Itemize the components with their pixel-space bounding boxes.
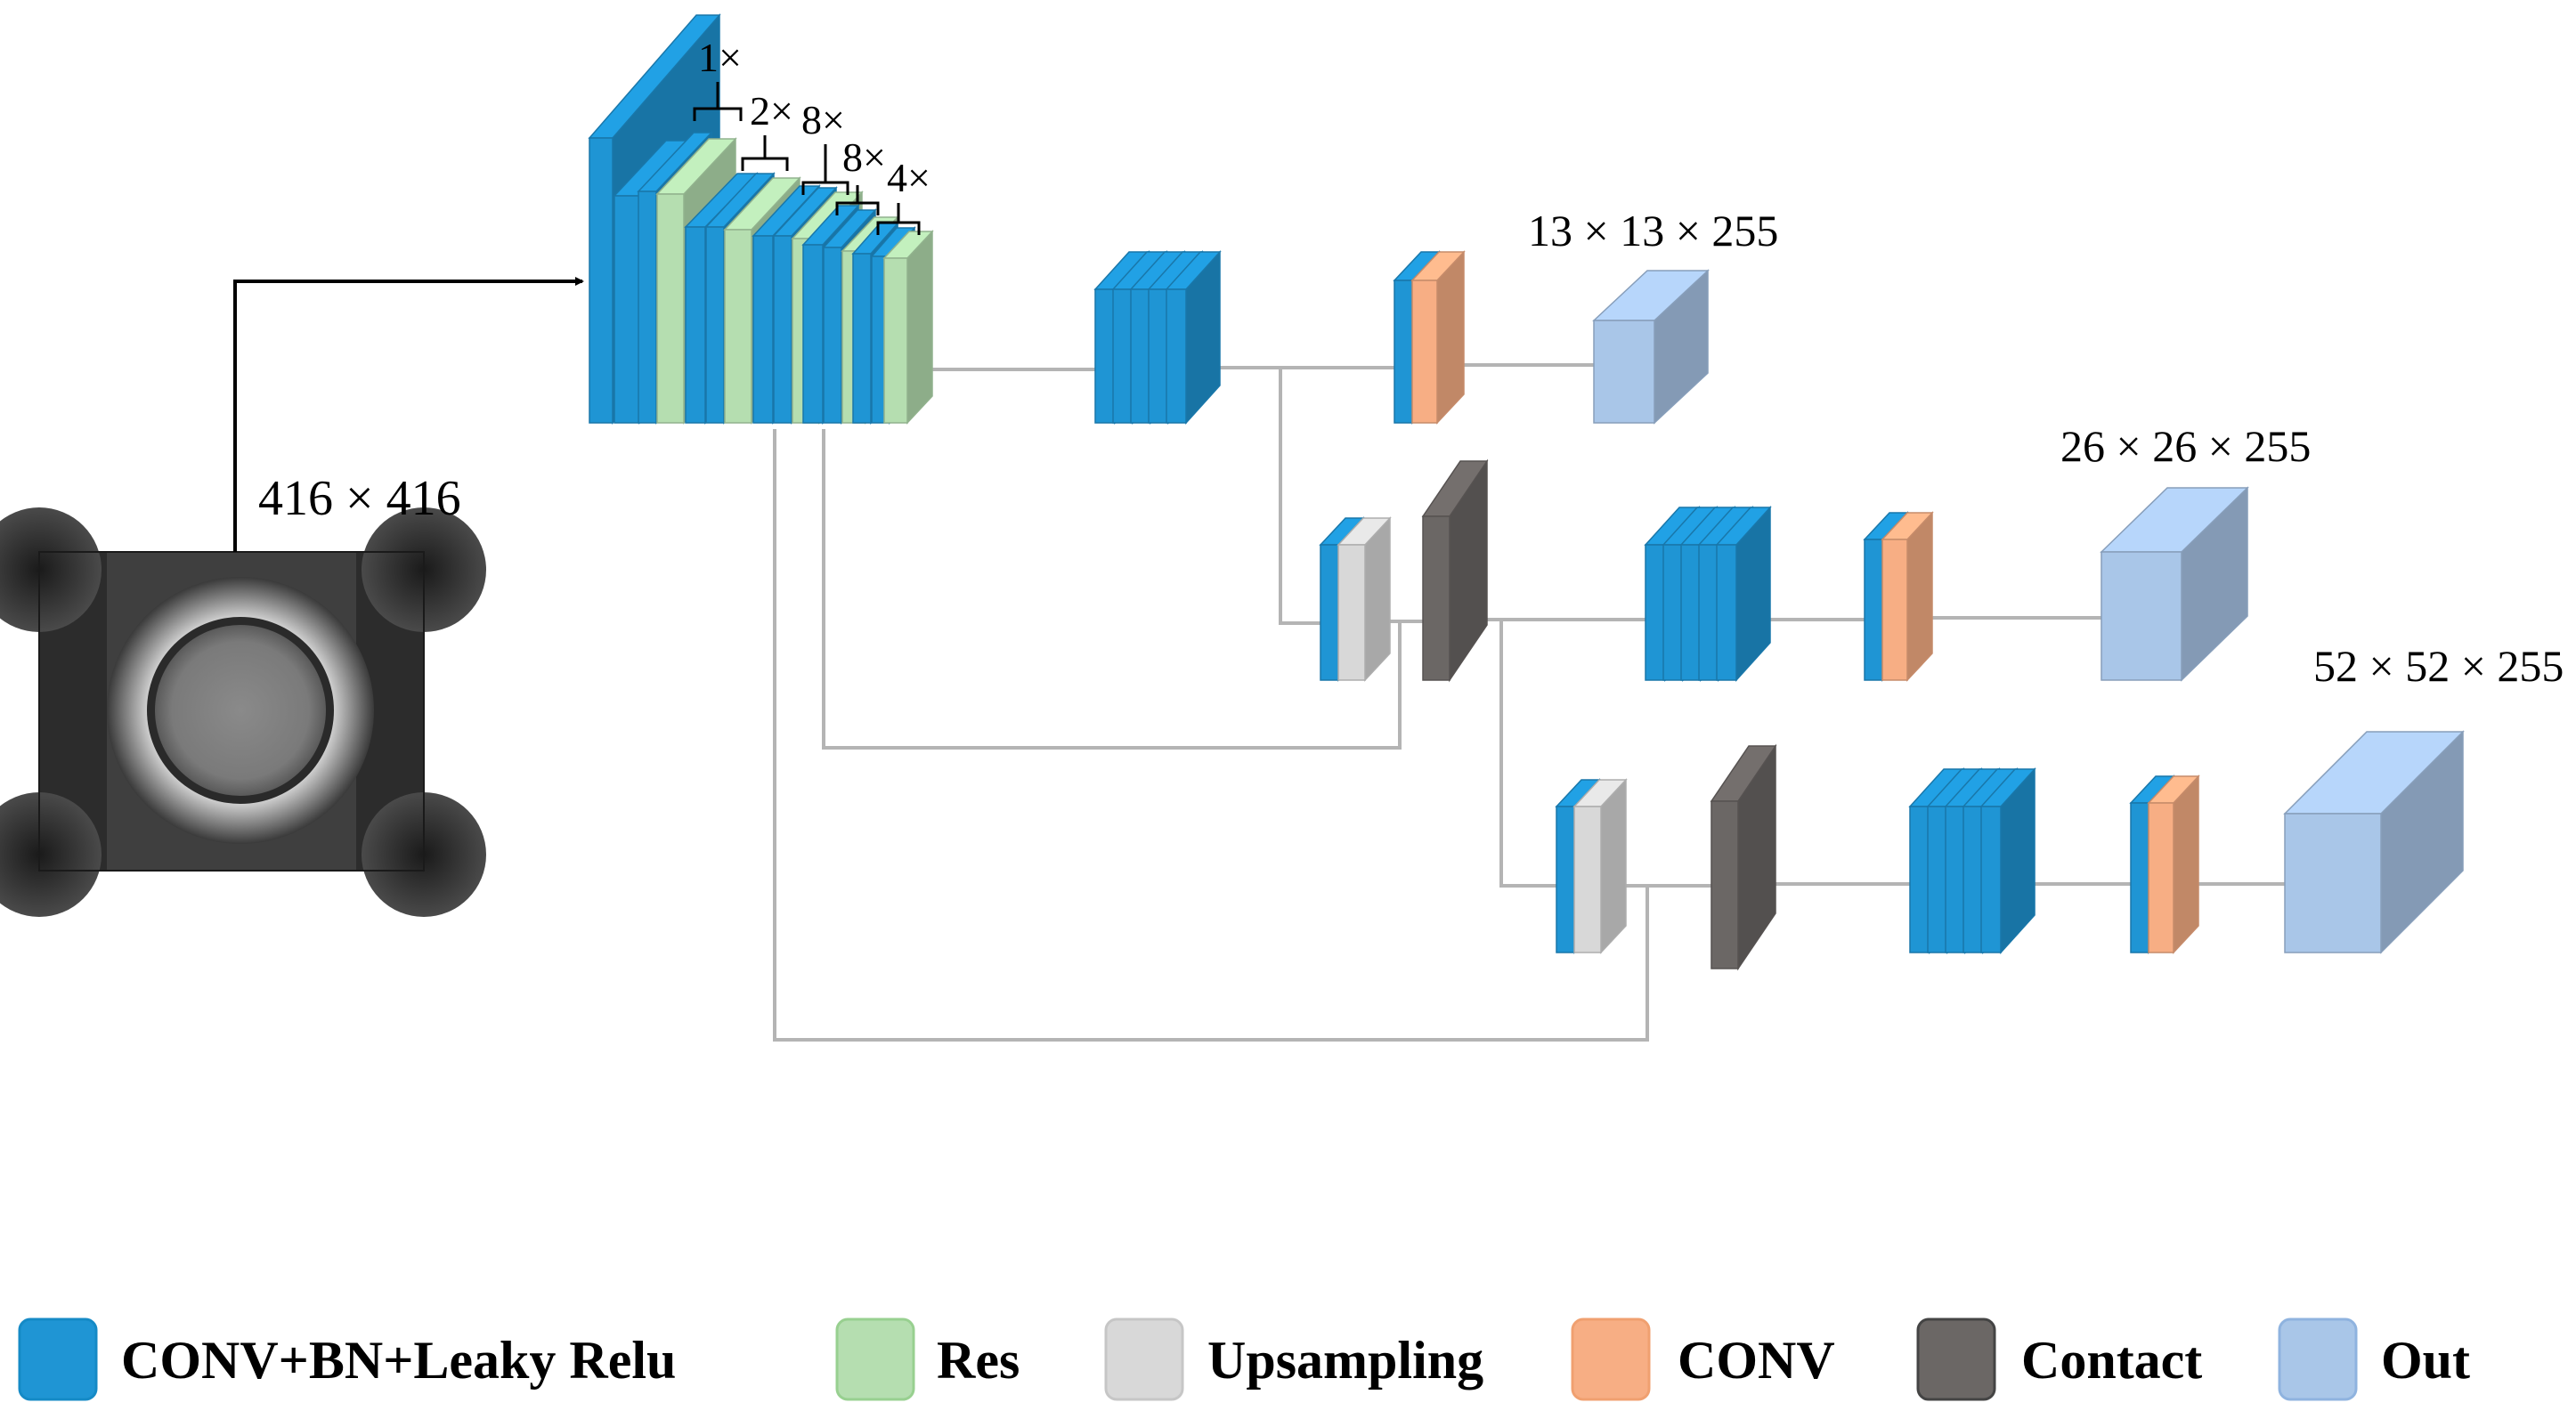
repeat-label-3: 8× — [801, 97, 845, 142]
brace-2x — [741, 135, 789, 171]
repeat-label-5: 4× — [887, 155, 930, 200]
scale1-conv-out — [1410, 250, 1466, 425]
input-arrow — [233, 277, 584, 552]
input-image — [0, 507, 486, 917]
output-cube-26 — [2100, 486, 2249, 682]
connector-branch-to-up2 — [1499, 620, 1567, 888]
legend: CONV+BN+Leaky Relu Res Upsampling CONV C… — [18, 1318, 2470, 1401]
connector-branch-to-up1 — [1279, 368, 1336, 625]
repeat-label-1: 1× — [698, 35, 742, 80]
output-label-52: 52 × 52 × 255 — [2313, 641, 2564, 691]
brace-8x-b — [835, 185, 880, 215]
repeat-label-4: 8× — [842, 134, 886, 180]
legend-label-res: Res — [937, 1331, 1020, 1390]
output-label-26: 26 × 26 × 255 — [2060, 421, 2311, 471]
scale2-conv-out — [1881, 511, 1934, 682]
brace-1x — [693, 82, 743, 121]
legend-label-contact: Contact — [2021, 1331, 2202, 1390]
backbone-stack — [588, 12, 934, 426]
legend-label-upsampling: Upsampling — [1207, 1331, 1483, 1390]
output-cube-13 — [1592, 269, 1710, 425]
legend-label-conv: CONV — [1678, 1331, 1835, 1390]
repeat-label-2: 2× — [750, 88, 793, 134]
connector-route-61 — [773, 429, 1649, 1042]
scale2-conv-set-5 — [1715, 506, 1772, 682]
legend-label-conv-bn-leaky: CONV+BN+Leaky Relu — [121, 1331, 676, 1390]
residual-repeat-braces — [693, 82, 921, 235]
legend-label-out: Out — [2381, 1331, 2470, 1390]
backbone-layer-15 — [882, 230, 934, 425]
legend-swatch-conv — [1571, 1318, 1651, 1401]
connector-route-36 — [822, 429, 1402, 750]
legend-swatch-conv-bn-leaky — [18, 1318, 98, 1401]
input-size-label: 416 × 416 — [258, 471, 461, 526]
legend-swatch-contact — [1916, 1318, 1996, 1401]
scale3-concat — [1710, 743, 1777, 971]
output-cube-52 — [2283, 730, 2465, 954]
scale3-upsample — [1572, 778, 1628, 954]
output-label-13: 13 × 13 × 255 — [1528, 206, 1778, 255]
legend-swatch-upsampling — [1104, 1318, 1184, 1401]
scale2-concat — [1421, 458, 1489, 683]
legend-swatch-res — [835, 1318, 915, 1401]
scale1-conv-set-5 — [1165, 250, 1222, 425]
legend-swatch-out — [2278, 1318, 2358, 1401]
scale3-conv-set-5 — [1979, 767, 2036, 954]
scale2-upsample — [1337, 516, 1392, 682]
brace-4x — [876, 203, 921, 235]
detection-heads — [1093, 250, 2465, 971]
brace-8x-a — [801, 144, 849, 195]
scale3-conv-out — [2147, 774, 2200, 954]
